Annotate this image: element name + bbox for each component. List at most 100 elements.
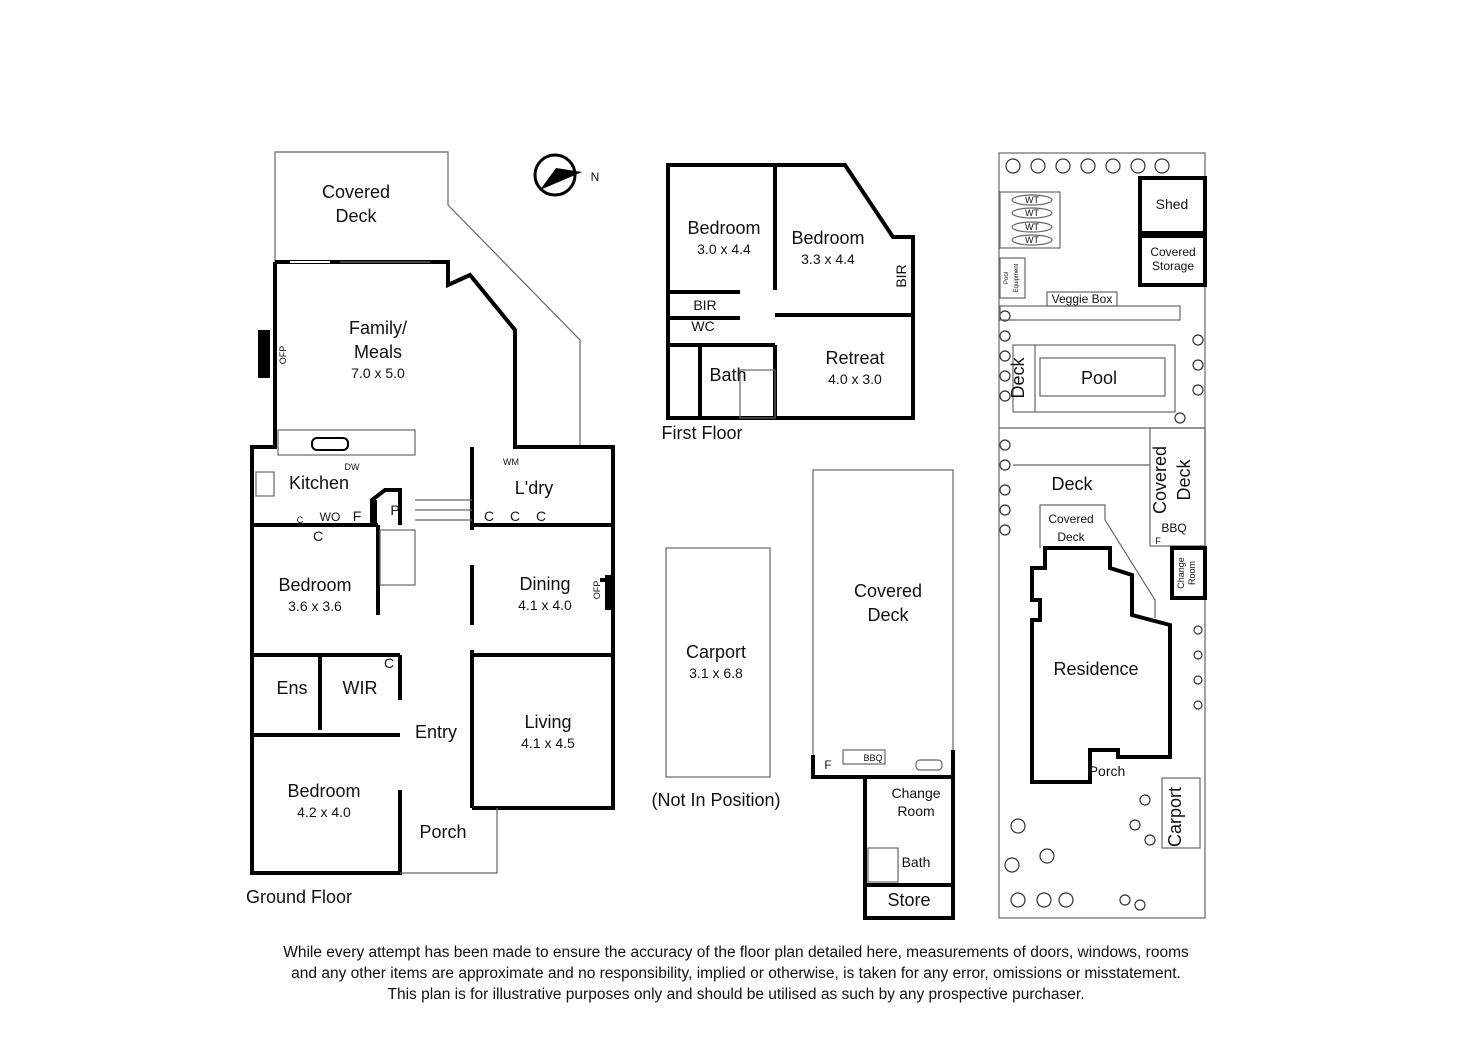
cupboard-label: C (510, 508, 520, 524)
water-tank-label: WT (1025, 208, 1039, 218)
north-arrow-icon (540, 168, 582, 190)
room-label: Deck (1008, 356, 1028, 398)
room-label: Pool (1081, 368, 1117, 388)
fridge-label: F (824, 758, 831, 772)
stairs-icon (379, 529, 416, 586)
room-label: Change (891, 785, 940, 801)
room-label: Carport (1165, 787, 1185, 847)
room-label: Entry (415, 722, 457, 742)
room-label: Retreat (825, 348, 884, 368)
first-floor-walls (666, 163, 915, 420)
cupboard-label: C (384, 655, 394, 671)
room-dimensions: 4.0 x 3.0 (828, 371, 882, 387)
room-label: Living (524, 712, 571, 732)
room-label: Storage (1152, 259, 1194, 273)
wo-label: WO (320, 510, 341, 524)
veggie-box-label: Veggie Box (1052, 292, 1113, 306)
ofp-label: OFP (592, 581, 602, 600)
room-label: Bedroom (791, 228, 864, 248)
cupboard-label: C (536, 508, 546, 524)
ground-floor-plan: Covered Deck Family/ Meals 7.0 x 5.0 OFP… (246, 151, 615, 907)
room-label: Shed (1156, 196, 1189, 212)
carport-plan: Carport 3.1 x 6.8 (Not In Position) (651, 547, 781, 810)
disclaimer: While every attempt has been made to ens… (200, 942, 1272, 1005)
cupboard-label: C (297, 515, 304, 525)
room-label: Deck (867, 605, 909, 625)
water-tank-label: WT (1025, 222, 1039, 232)
room-dimensions: 3.0 x 4.4 (697, 241, 751, 257)
fireplace-icon (605, 575, 613, 610)
room-label: Room (897, 803, 934, 819)
bir-label: BIR (693, 297, 716, 313)
covered-deck-outline (274, 151, 581, 447)
room-dimensions: 4.1 x 4.0 (518, 597, 572, 613)
room-label: Deck (335, 206, 377, 226)
room-label: Covered (1048, 512, 1093, 526)
room-label: Covered (1150, 245, 1195, 259)
room-label: Room (1187, 561, 1197, 585)
site-plan: WT WT WT WT Shed Covered Storage Pool Eq… (998, 152, 1207, 919)
fireplace-icon (258, 330, 270, 378)
wc-label: WC (691, 318, 714, 334)
cupboard-label: C (313, 528, 323, 544)
residence-outline (1030, 546, 1172, 784)
bbq-label: BBQ (863, 753, 882, 763)
room-label: Change (1176, 557, 1186, 589)
porch-outline (400, 808, 498, 874)
sink-icon (915, 759, 943, 771)
room-label: Porch (1089, 763, 1126, 779)
pool-outline (1039, 357, 1166, 397)
cooktop-icon (255, 471, 275, 497)
sink-icon (311, 437, 349, 451)
ofp-label: OFP (278, 346, 288, 365)
room-label: Store (887, 890, 930, 910)
room-label: Covered (1150, 446, 1170, 514)
pantry-label: P (390, 502, 399, 518)
room-label: Family/ (349, 318, 407, 338)
pool-equipment-label: Equipment (1014, 263, 1020, 292)
fridge-label: F (353, 508, 362, 524)
tree-row (999, 158, 1204, 911)
first-floor-plan: Bedroom 3.0 x 4.4 Bedroom 3.3 x 4.4 BIR … (662, 163, 915, 443)
kitchen-bench (277, 429, 416, 456)
room-label: Porch (419, 822, 466, 842)
room-label: Bedroom (278, 575, 351, 595)
water-tank-label: WT (1025, 195, 1039, 205)
water-tank-label: WT (1025, 235, 1039, 245)
room-label: Ens (276, 678, 307, 698)
room-dimensions: 7.0 x 5.0 (351, 365, 405, 381)
room-label: Bath (902, 854, 931, 870)
room-label: Deck (1057, 530, 1085, 544)
room-label: Dining (519, 574, 570, 594)
room-label: Deck (1174, 458, 1194, 500)
carport-note: (Not In Position) (651, 790, 780, 810)
room-label: Bedroom (287, 781, 360, 801)
room-dimensions: 3.6 x 3.6 (288, 598, 342, 614)
room-label: Carport (686, 642, 746, 662)
floor-title: First Floor (662, 423, 743, 443)
room-label: Deck (1051, 474, 1093, 494)
disclaimer-line: This plan is for illustrative purposes o… (387, 986, 1085, 1003)
room-label: Kitchen (289, 473, 349, 493)
bir-label: BIR (893, 264, 909, 287)
disclaimer-line: and any other items are approximate and … (291, 965, 1181, 982)
room-dimensions: 3.1 x 6.8 (689, 665, 743, 681)
room-label: WIR (343, 678, 378, 698)
outbuilding-plan: Covered Deck F BBQ Change Room Bath Stor… (811, 469, 955, 920)
bbq-label: BBQ (1161, 521, 1186, 535)
floor-title: Ground Floor (246, 887, 352, 907)
shower-icon (867, 847, 899, 883)
compass-label: N (591, 170, 600, 184)
room-label: Meals (354, 342, 402, 362)
room-dimensions: 3.3 x 4.4 (801, 251, 855, 267)
exterior-wall (275, 260, 615, 810)
stairs-icon (739, 369, 776, 419)
room-dimensions: 4.1 x 4.5 (521, 735, 575, 751)
room-label: L'dry (515, 478, 553, 498)
disclaimer-line: While every attempt has been made to ens… (283, 944, 1189, 961)
cupboard-label: C (484, 508, 494, 524)
room-label: Bath (709, 365, 746, 385)
fridge-label: F (1155, 536, 1161, 546)
room-dimensions: 4.2 x 4.0 (297, 804, 351, 820)
